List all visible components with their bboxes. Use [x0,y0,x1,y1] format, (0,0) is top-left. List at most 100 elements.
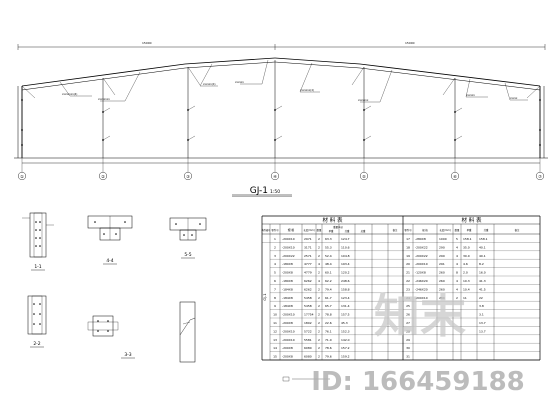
section-5-5: 5-5 [169,217,207,259]
table-cell: 40.1 [479,245,486,249]
table-cell: 71.0 [325,338,332,342]
table-cell: 48.4 [325,262,332,266]
table-cell: 4 [456,245,458,249]
table-cell: -200X10 [415,296,428,300]
table-cell: 2 [318,245,320,249]
table-cell: 260 [439,287,445,291]
table-cell: 22.6 [325,321,332,325]
table-cell: -200X22 [282,254,295,258]
svg-text:xxxxx: xxxxx [510,97,518,100]
table-cell: 22 [479,296,483,300]
table-cell: -184X8 [282,296,293,300]
table-header-cell: 规 格 [288,228,295,232]
table-cell: 193.4 [341,262,350,266]
table-cell: 21 [406,271,410,275]
table-cell: 15 [273,355,277,359]
table-cell: 157.2 [341,346,350,350]
table-cell: 2 [318,237,320,241]
section-label: 4-4 [106,258,113,264]
table-cell: 60.1 [325,271,332,275]
table-cell: 291 [439,262,445,266]
watermark-id: ID: 166459188 [311,367,525,397]
axis-marker: ⑤ [360,171,369,180]
table-cell: -120X8 [415,271,426,275]
axis-label: ⑦ [538,174,542,179]
table-cell: 123.4 [341,296,350,300]
table-header-cell: 单重 [329,229,334,233]
table-cell: 6262 [304,279,312,283]
table-cell: 25 [406,304,410,308]
table-cell: 6 [274,279,276,283]
section-1-1: 1-1 [22,212,54,271]
table-cell: 18 [406,245,410,249]
table-cell: 17754 [304,313,314,317]
table-cell: 55.3 [325,245,332,249]
axis-marker: ① [18,171,27,180]
table-cell: 4 [318,262,320,266]
table-cell: 2 [274,245,276,249]
svg-text:15000: 15000 [142,41,152,45]
table-cell: 2 [456,296,458,300]
table-cell: 1 [274,237,276,241]
table-cell: 6080 [304,355,312,359]
table-cell: 8 [274,296,276,300]
table-cell: -180X8 [282,279,293,283]
table-cell: 5458 [304,304,312,308]
axis-label: ③ [186,174,190,179]
table-cell: 13.7 [479,321,486,325]
frame-scale: 1:50 [270,189,280,195]
table-cell: 8 [456,271,458,275]
table-cell: 10.3 [463,279,470,283]
table-cell: 290 [439,245,445,249]
table-cell: 131.4 [341,304,350,308]
table-cell: 17 [406,237,410,241]
table-cell: 4779 [304,271,312,275]
table-cell: 248.6 [341,279,350,283]
table-cell: -184X8 [282,287,293,291]
axis-marker: ④ [271,171,280,180]
table-cell: 62.2 [325,279,332,283]
table-cell: -200X22 [415,245,428,249]
table-cell: 159.2 [341,355,350,359]
table-cell: 5 [274,271,276,275]
table-header-cell: 备注 [515,228,520,232]
table-cell: 2.0 [463,271,468,275]
table-cell: 40.1 [479,254,486,258]
table-cell: 4 [456,262,458,266]
table-cell: 12 [273,329,277,333]
svg-text:xxxxxx: xxxxxx [235,81,244,84]
table-cell: -246X20 [415,287,428,291]
table-cell: 110.6 [341,245,350,249]
axis-label: ⑤ [362,174,366,179]
frame-elevation: 15000 15000 [14,41,548,172]
table-cell: 9 [274,304,276,308]
table-cell: 5458 [304,296,312,300]
table-cell: 3.8 [479,304,484,308]
table-cell: 158.1 [463,237,472,241]
table-cell: 76.1 [325,329,332,333]
table-header-cell: 总重 [361,229,366,233]
table-header-cell: 构件编号 [262,228,272,232]
table-cell: 3 [274,254,276,258]
axis-label: ① [20,174,24,179]
table-cell: 7 [274,287,276,291]
table-cell: 2 [318,254,320,258]
table-cell: -200X22 [415,254,428,258]
table-cell: 2 [318,329,320,333]
table-cell: 10 [273,313,277,317]
table-cell: 45.3 [341,321,348,325]
table-cell: -200X8 [282,355,293,359]
table-cell: 104.8 [341,254,350,258]
table-cell: 2 [318,304,320,308]
table-cell: 4 [456,287,458,291]
section-label: 1-1 [34,264,41,270]
table-cell: 13.7 [479,329,486,333]
axis-label: ④ [273,174,277,179]
table-cell: 30.0 [463,254,470,258]
table-cell: 78.8 [325,313,332,317]
section-3-3: 3-3 [87,315,135,359]
table-header-cell: 共重 [345,229,350,233]
table-cell: 22 [406,279,410,283]
table-cell: 2 [318,338,320,342]
table-cell: 124.7 [341,237,350,241]
